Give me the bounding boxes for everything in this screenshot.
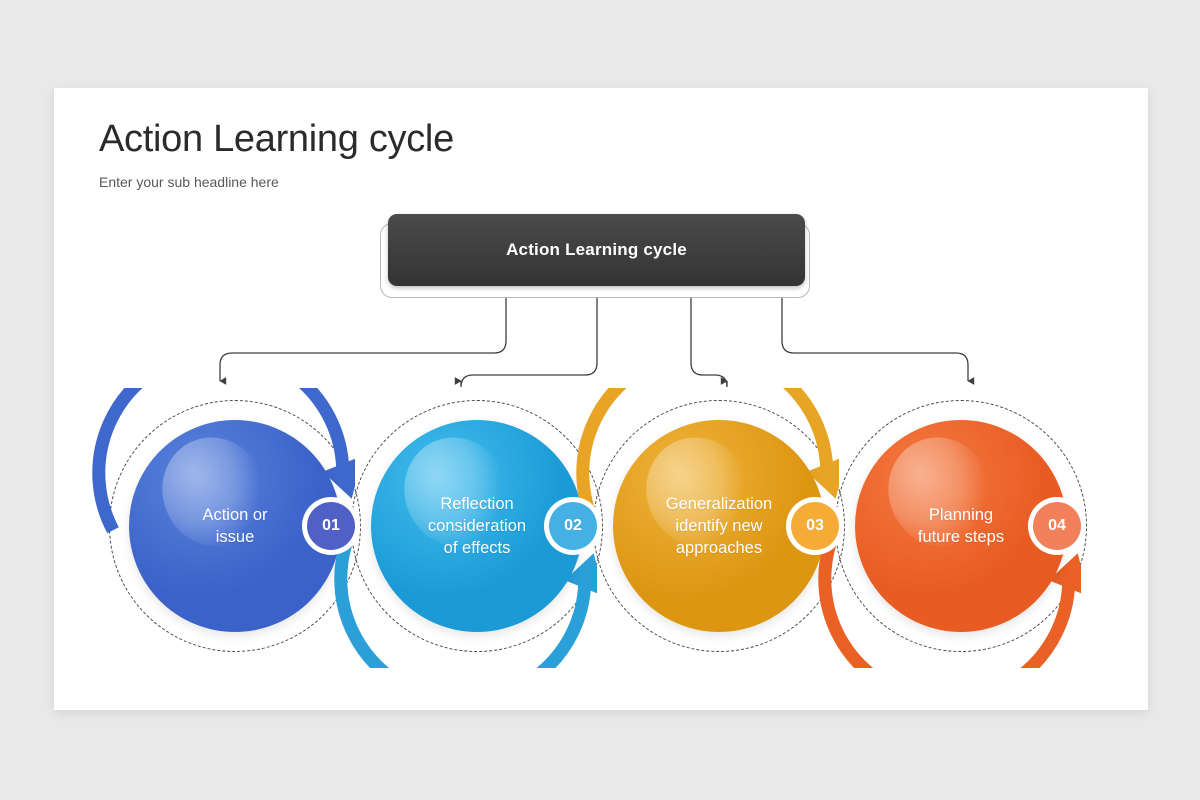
cycle-arrow-02	[334, 518, 597, 668]
cycle-arrow-03	[576, 388, 839, 534]
page-subtitle: Enter your sub headline here	[99, 174, 279, 190]
step-number-badge[interactable]: 02	[549, 502, 597, 550]
cycle-arrow-04	[818, 518, 1081, 668]
page-title: Action Learning cycle	[99, 118, 454, 160]
connector-line-4	[781, 298, 975, 385]
step-number-badge[interactable]: 04	[1033, 502, 1081, 550]
header-box[interactable]: Action Learning cycle	[388, 214, 805, 286]
header-box-label: Action Learning cycle	[506, 240, 687, 259]
cycle-arrow-01	[92, 388, 355, 534]
step-number-text: 04	[1048, 517, 1066, 534]
slide-card: Action Learning cycle Enter your sub hea…	[54, 88, 1148, 710]
step-number-badge[interactable]: 01	[307, 502, 355, 550]
step-number-text: 01	[322, 517, 340, 534]
connector-line-3	[690, 298, 728, 388]
connector-line-2b	[461, 298, 597, 393]
step-number-badge[interactable]: 03	[791, 502, 839, 550]
connector-line-2	[454, 298, 598, 388]
step-number-text: 02	[564, 517, 582, 534]
step-number-text: 03	[806, 517, 824, 534]
connector-line-1	[219, 298, 507, 385]
connector-line-2-placeholder	[461, 298, 597, 395]
